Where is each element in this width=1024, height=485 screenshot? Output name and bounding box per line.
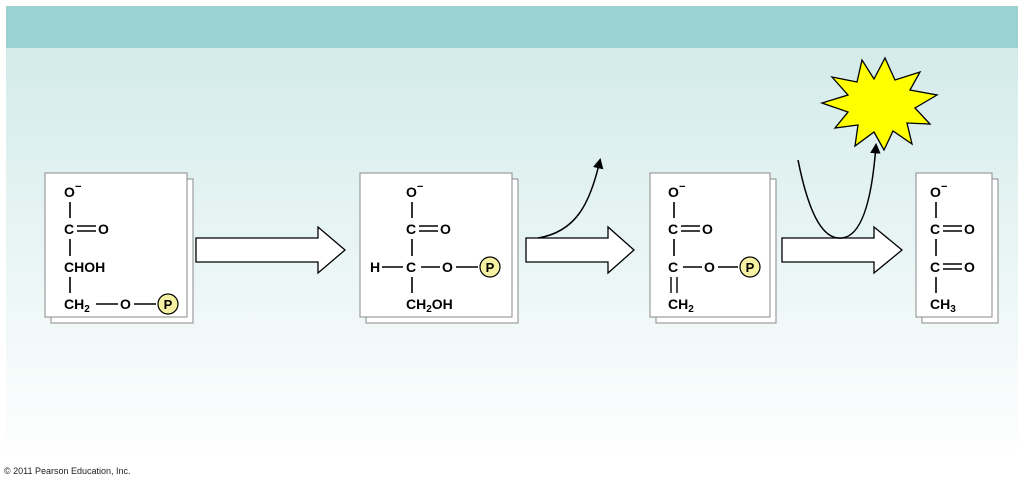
ch3-label: CH3 bbox=[930, 296, 956, 315]
oxygen-label: O bbox=[704, 259, 715, 275]
choh-label: CHOH bbox=[64, 259, 105, 275]
curved-arrow-icon bbox=[537, 157, 604, 239]
oxygen-label: O bbox=[406, 184, 417, 200]
carbon-label: C bbox=[406, 259, 416, 275]
carbon-label: C bbox=[668, 259, 678, 275]
oxygen-label: O bbox=[702, 221, 713, 237]
carbon-label: C bbox=[930, 221, 940, 237]
curved-arrow-icon bbox=[797, 142, 881, 239]
svg-text:P: P bbox=[746, 260, 755, 275]
charge-label: − bbox=[75, 181, 81, 193]
carbon-label: C bbox=[64, 221, 74, 237]
reaction-arrow-icon bbox=[525, 225, 635, 275]
charge-label: − bbox=[941, 181, 947, 193]
molecule-card-2-phosphoglycerate: O − C O H C O P CH2OH bbox=[359, 172, 519, 324]
phosphate-icon: P bbox=[157, 293, 179, 315]
oxygen-label: O bbox=[930, 184, 941, 200]
hydrogen-label: H bbox=[370, 259, 380, 275]
oxygen-label: O bbox=[98, 221, 109, 237]
oxygen-label: O bbox=[964, 259, 975, 275]
copyright-credit: © 2011 Pearson Education, Inc. bbox=[4, 466, 131, 476]
svg-text:P: P bbox=[164, 297, 173, 312]
ch2oh-label: CH2OH bbox=[406, 296, 453, 315]
reaction-arrow-icon bbox=[781, 225, 904, 275]
phosphate-icon: P bbox=[479, 256, 501, 278]
charge-label: − bbox=[679, 181, 685, 193]
header-banner bbox=[6, 6, 1018, 48]
oxygen-label: O bbox=[120, 296, 131, 312]
oxygen-label: O bbox=[668, 184, 679, 200]
svg-text:P: P bbox=[486, 260, 495, 275]
phosphate-icon: P bbox=[739, 256, 761, 278]
carbon-label: C bbox=[668, 221, 678, 237]
energy-burst-icon bbox=[819, 56, 939, 152]
reaction-arrow-icon bbox=[195, 225, 347, 275]
ch2-label: CH2 bbox=[668, 296, 694, 315]
oxygen-label: O bbox=[442, 259, 453, 275]
molecule-card-pyruvate: O − C O C O CH3 bbox=[915, 172, 999, 324]
oxygen-label: O bbox=[440, 221, 451, 237]
molecule-card-3-phosphoglycerate: O − C O CHOH CH2 O P bbox=[44, 172, 194, 324]
oxygen-label: O bbox=[964, 221, 975, 237]
carbon-label: C bbox=[406, 221, 416, 237]
carbon-label: C bbox=[930, 259, 940, 275]
oxygen-label: O bbox=[64, 184, 75, 200]
charge-label: − bbox=[417, 181, 423, 193]
molecule-card-phosphoenolpyruvate: O − C O C O P CH2 bbox=[649, 172, 777, 324]
ch2-label: CH2 bbox=[64, 296, 90, 315]
